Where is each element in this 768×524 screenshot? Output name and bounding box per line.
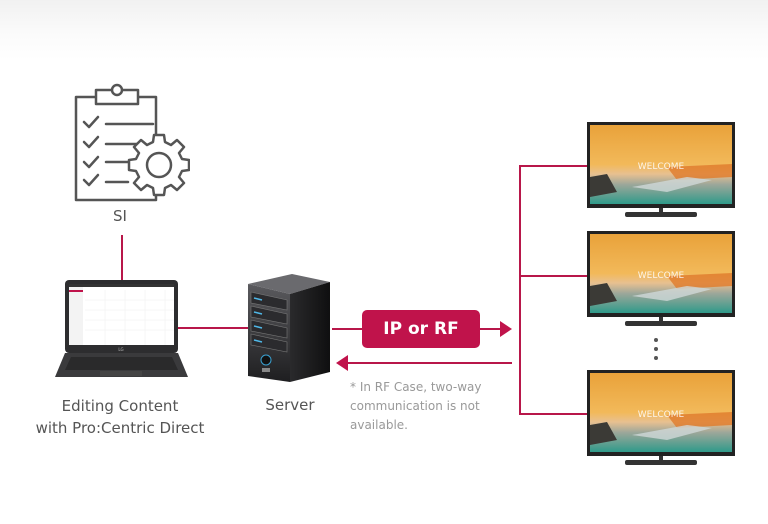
arrow-right-icon (500, 321, 512, 337)
connector-return (346, 362, 512, 364)
tv-bus-vertical (519, 165, 521, 414)
connector-tv-1 (519, 165, 587, 167)
connector-server-ip (332, 328, 362, 330)
ip-or-rf-badge: IP or RF (362, 310, 480, 348)
connector-tv-3 (519, 413, 587, 415)
server-icon (248, 274, 330, 382)
tv-3-welcome-text: WELCOME (638, 410, 685, 420)
tv-2-welcome-text: WELCOME (638, 271, 685, 281)
tv-1-welcome-text: WELCOME (638, 162, 685, 172)
clipboard-gear-icon (74, 83, 190, 202)
connector-tv-2 (519, 275, 587, 277)
rf-footnote: * In RF Case, two-way communication is n… (350, 380, 482, 432)
tv-1: WELCOME (587, 122, 737, 224)
tv-2: WELCOME (587, 231, 737, 333)
laptop-label-line1: Editing Content (61, 397, 179, 415)
connector-ip-arrow (480, 328, 502, 330)
laptop-label-line2: with Pro:Centric Direct (35, 419, 205, 437)
si-label: SI (113, 207, 127, 225)
svg-text:LG: LG (118, 347, 123, 352)
server-label: Server (265, 396, 315, 414)
arrow-left-icon (336, 355, 348, 371)
connector-laptop-server (176, 327, 248, 329)
more-tvs-ellipsis (654, 338, 658, 365)
laptop-icon: LG (55, 280, 188, 377)
tv-3: WELCOME (587, 370, 737, 472)
connector-si-laptop (121, 235, 123, 281)
laptop-label: Editing Content with Pro:Centric Direct (10, 395, 230, 439)
